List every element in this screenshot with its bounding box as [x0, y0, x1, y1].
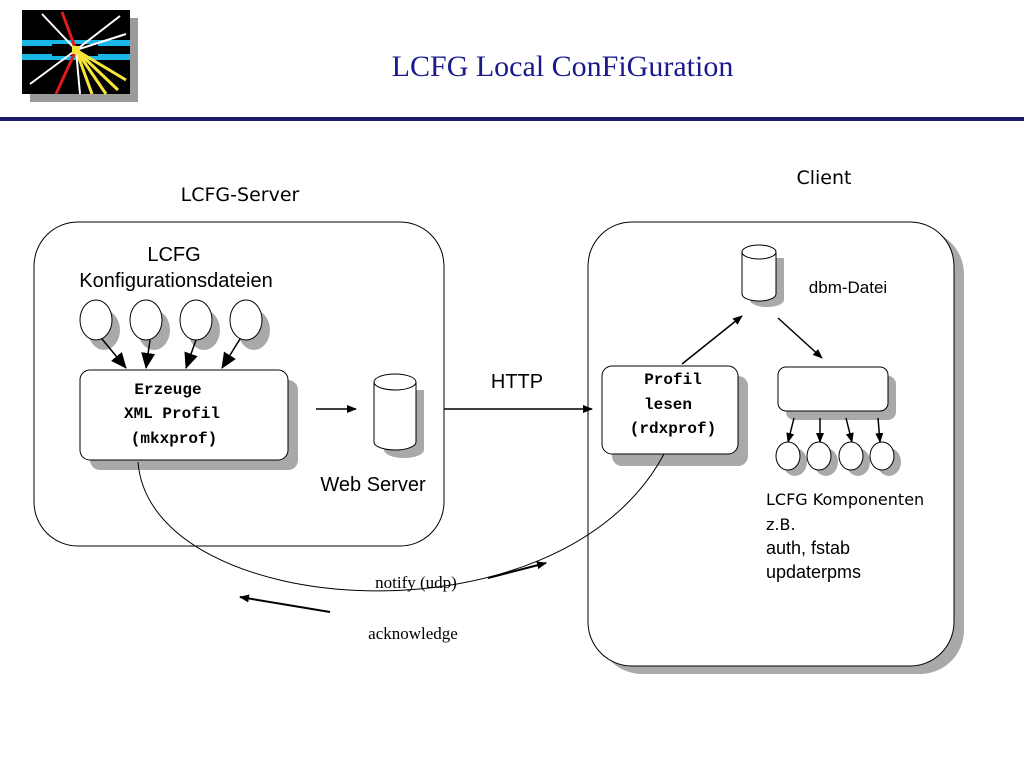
title-divider	[0, 117, 1024, 121]
dbm-to-components-arrow	[777, 317, 823, 359]
mkxprof-line3: (mkxprof)	[131, 430, 217, 448]
notify-ack-curve	[137, 453, 665, 592]
config-files-label-line2: Konfigurationsdateien	[79, 270, 272, 292]
notify-label: notify (udp)	[375, 573, 457, 592]
config-to-mkxprof-arrows	[101, 338, 241, 369]
rdxprof-line2: lesen	[644, 396, 692, 414]
config-file-nodes	[79, 299, 270, 350]
webserver-database-icon	[373, 373, 424, 458]
mkxprof-line1: Erzeuge	[134, 381, 201, 399]
config-files-label-line1: LCFG	[147, 244, 200, 266]
components-box	[777, 366, 889, 412]
components-line1: LCFG Komponenten	[766, 490, 924, 509]
slide-title: LCFG Local ConFiGuration	[391, 50, 734, 83]
mkxprof-box	[79, 369, 289, 461]
server-heading: LCFG-Server	[181, 184, 300, 206]
rdxprof-to-dbm-arrow	[681, 315, 743, 365]
dbm-label: dbm-Datei	[809, 278, 887, 297]
notify-arrow	[487, 561, 547, 579]
components-line3: auth, fstab	[766, 538, 850, 558]
rdxprof-box	[601, 365, 739, 455]
components-arrows	[786, 417, 884, 443]
client-heading: Client	[796, 167, 851, 189]
particle-collision-logo-icon	[22, 10, 140, 104]
components-line2: z.B.	[766, 515, 796, 534]
rdxprof-line1: Profil	[644, 371, 702, 389]
mkxprof-line2: XML Profil	[124, 405, 220, 423]
client-container	[587, 221, 955, 667]
component-nodes	[775, 441, 901, 476]
acknowledge-arrow	[239, 594, 331, 613]
rdxprof-line3: (rdxprof)	[630, 420, 716, 438]
dbm-database-icon	[741, 244, 784, 307]
acknowledge-label: acknowledge	[368, 624, 458, 643]
http-label: HTTP	[491, 371, 543, 393]
components-line4: updaterpms	[766, 562, 861, 582]
webserver-label: Web Server	[320, 474, 426, 496]
